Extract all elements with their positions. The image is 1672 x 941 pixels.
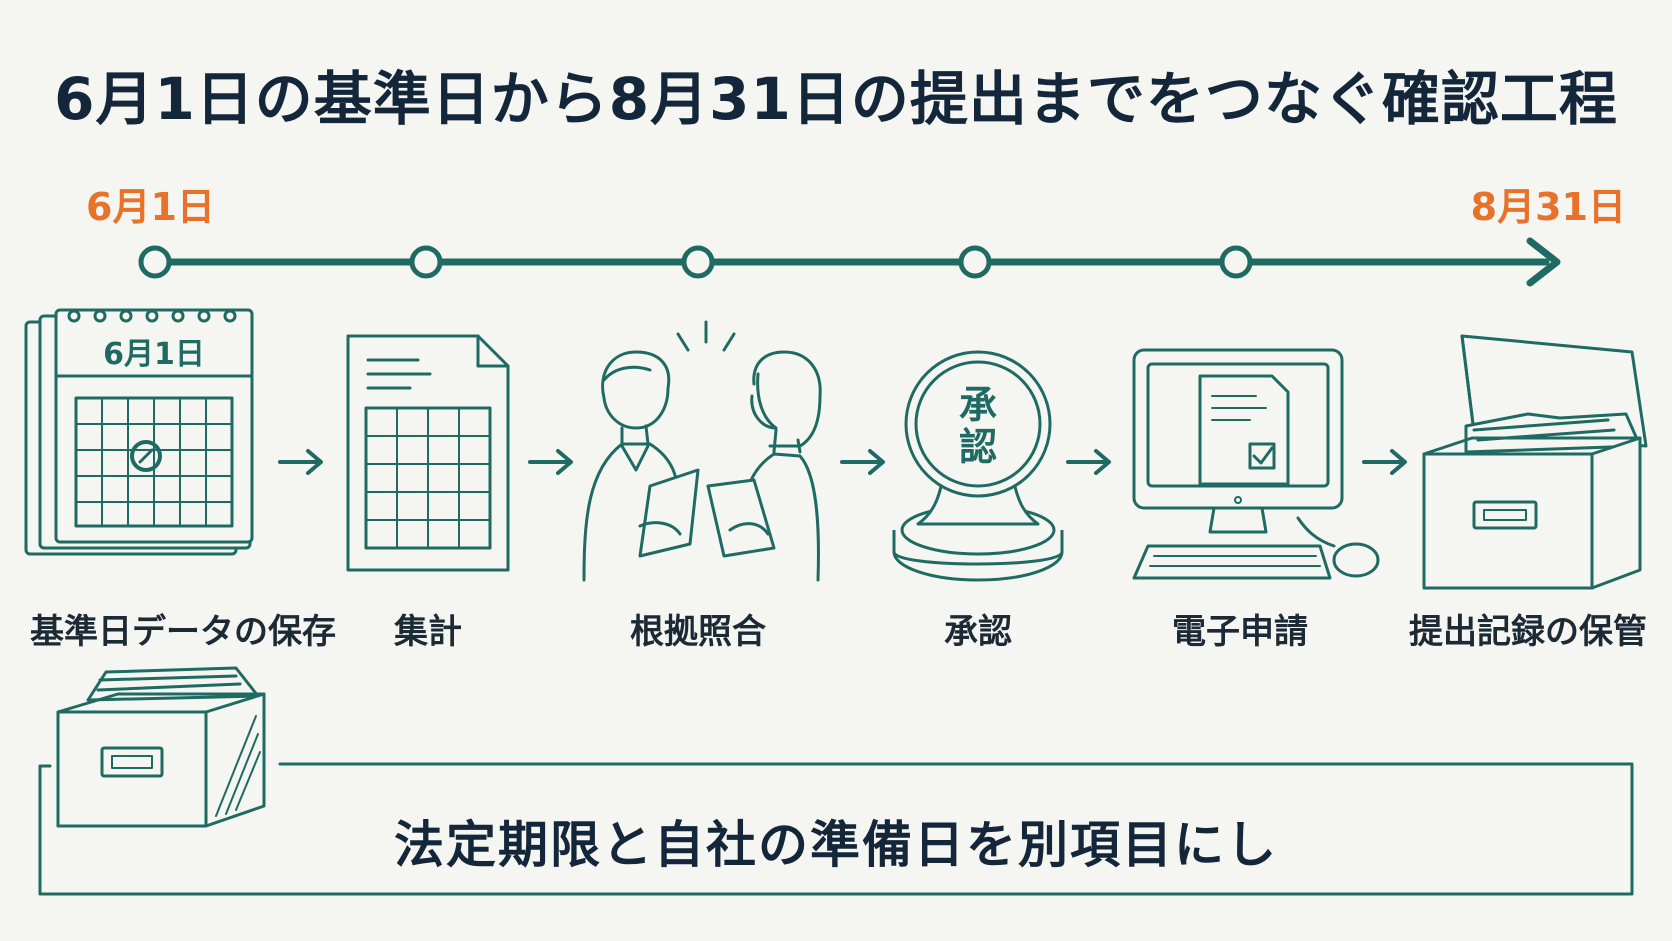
spreadsheet-document-icon bbox=[346, 334, 510, 572]
timeline bbox=[138, 237, 1561, 287]
timeline-node bbox=[1219, 245, 1253, 279]
flow-arrow bbox=[1066, 449, 1111, 475]
step-label-e-filing: 電子申請 bbox=[1172, 612, 1308, 652]
timeline-node bbox=[138, 245, 172, 279]
step-label-evidence-check: 根拠照合 bbox=[630, 612, 766, 652]
step-label-store-records: 提出記録の保管 bbox=[1409, 612, 1647, 652]
timeline-node bbox=[409, 245, 443, 279]
stamp-char-2: 認 bbox=[959, 425, 997, 469]
step-label-approval: 承認 bbox=[944, 612, 1012, 652]
timeline-arrowhead bbox=[1526, 237, 1561, 287]
timeline-start-date: 6月1日 bbox=[86, 185, 215, 229]
step-label-save-reference-data: 基準日データの保存 bbox=[30, 612, 336, 652]
flow-arrow bbox=[278, 449, 323, 475]
flow-arrow bbox=[840, 449, 885, 475]
note-box bbox=[38, 762, 1634, 896]
stamp-char-1: 承 bbox=[959, 383, 997, 427]
approval-stamp-icon: 承 認 bbox=[892, 350, 1064, 582]
calendar-icon: 6月1日 bbox=[24, 308, 254, 556]
timeline-node bbox=[958, 245, 992, 279]
two-people-checking-documents-icon bbox=[582, 320, 822, 582]
flow-arrow bbox=[1362, 449, 1407, 475]
computer-icon bbox=[1132, 348, 1380, 580]
note-file-box-icon bbox=[56, 666, 266, 828]
timeline-end-date: 8月31日 bbox=[1470, 185, 1626, 229]
file-box-icon bbox=[1422, 334, 1648, 590]
calendar-date-text: 6月1日 bbox=[103, 337, 205, 372]
note-text: 法定期限と自社の準備日を別項目にし bbox=[394, 816, 1278, 874]
diagram-title: 6月1日の基準日から8月31日の提出までをつなぐ確認工程 bbox=[54, 65, 1618, 133]
timeline-node bbox=[681, 245, 715, 279]
flow-arrow bbox=[528, 449, 573, 475]
step-label-aggregate: 集計 bbox=[394, 612, 462, 652]
